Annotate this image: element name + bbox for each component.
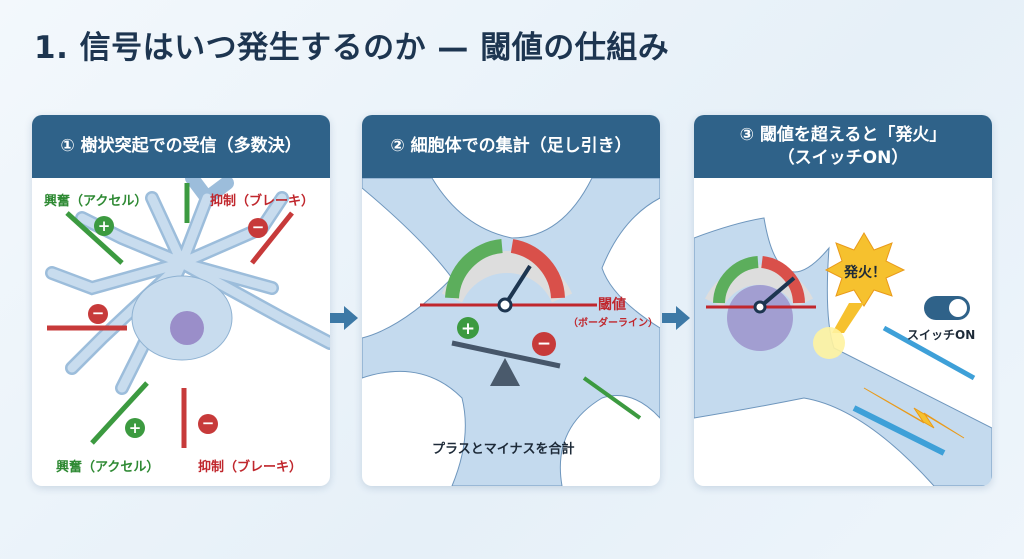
svg-text:+: + (129, 419, 142, 437)
seesaw (451, 340, 561, 369)
panel-header-text: ③ 閾値を超えると「発火」 (739, 125, 947, 146)
page-title: 1. 信号はいつ発生するのか — 閾値の仕組み (34, 30, 670, 66)
inhibit-arrow (250, 211, 294, 265)
neuron-illustration: + − − + − (45, 178, 330, 448)
label-inhibit: 抑制（ブレーキ） (198, 460, 303, 475)
panel-header-text: ② 細胞体での集計（足し引き） (390, 136, 632, 157)
soma-illustration: + − (362, 178, 660, 486)
panel-dendrite-reception: ① 樹状突起での受信（多数決） + − − + − 興奮（アクセル） 抑制（ブレ… (32, 115, 330, 486)
plus-icon (457, 317, 479, 339)
threshold-label: 閾値 (598, 297, 626, 313)
threshold-sublabel: （ボーダーライン） (568, 318, 658, 329)
gauge-needle (758, 276, 796, 309)
excite-arrow (65, 211, 124, 265)
panel-soma-summation: ② 細胞体での集計（足し引き） + − 閾値 （ボーダーライン） プラスとマイナ… (362, 115, 660, 486)
label-excite: 興奮（アクセル） (56, 460, 160, 475)
plus-icon (125, 418, 145, 438)
panel-header-text: ① 樹状突起での受信（多数決） (60, 136, 302, 157)
spark-icon (813, 327, 845, 359)
panel-header: ① 樹状突起での受信（多数決） (32, 115, 330, 178)
svg-text:−: − (537, 334, 551, 354)
gauge-needle (503, 264, 532, 307)
flow-arrow (662, 306, 690, 330)
panel-header: ② 細胞体での集計（足し引き） (362, 115, 660, 178)
panel-firing: ③ 閾値を超えると「発火」（スイッチON） 発火！ スイッチON (694, 115, 992, 486)
switch-label: スイッチON (907, 328, 976, 342)
nucleus (170, 311, 204, 345)
minus-icon (248, 218, 268, 238)
gauge-green (445, 239, 503, 299)
burst-icon (824, 232, 906, 307)
firing-illustration (694, 217, 992, 486)
flow-arrow (330, 306, 358, 330)
label-inhibit: 抑制（ブレーキ） (210, 194, 315, 209)
svg-text:+: + (461, 319, 475, 339)
gauge-red (510, 239, 565, 299)
svg-text:−: − (202, 414, 215, 432)
label-excite: 興奮（アクセル） (44, 194, 148, 209)
minus-icon (88, 304, 108, 324)
svg-text:−: − (252, 218, 265, 236)
caption: プラスとマイナスを合計 (432, 442, 575, 457)
panel-header: ③ 閾値を超えると「発火」（スイッチON） (694, 115, 992, 178)
panel-header-subtext: （スイッチON） (777, 147, 909, 168)
minus-icon (532, 332, 556, 356)
fire-label: 発火！ (844, 265, 886, 281)
plus-icon (94, 216, 114, 236)
lightning-icon (863, 387, 965, 439)
minus-icon (198, 414, 218, 434)
svg-text:+: + (98, 217, 111, 235)
svg-text:−: − (92, 304, 105, 322)
